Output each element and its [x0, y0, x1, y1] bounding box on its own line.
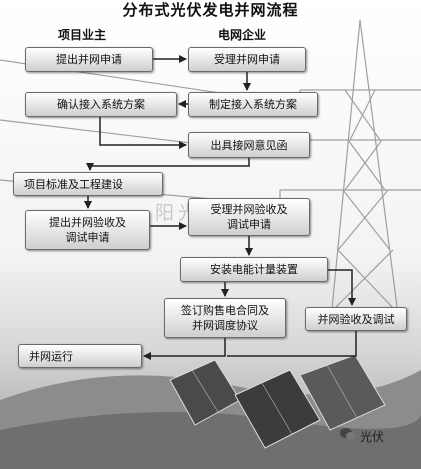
arrow-grid-test-to-operation: [227, 331, 357, 357]
column-header-grid: 电网企业: [218, 28, 267, 42]
brand-label: 光伏: [360, 430, 385, 444]
arrow-letter-to-construction: [86, 158, 250, 171]
step-accept-acceptance-request: 受理并网验收及 调试申请: [188, 198, 310, 236]
step-grid-acceptance-test: 并网验收及调试: [305, 307, 407, 331]
step-install-metering: 安装电能计量装置: [180, 257, 328, 282]
step-grid-operation: 并网运行: [18, 344, 142, 368]
step-formulate-access-plan: 制定接入系统方案: [188, 92, 318, 117]
step-project-construction: 项目标准及工程建设: [13, 172, 163, 196]
step-issue-opinion-letter: 出具接网意见函: [188, 132, 310, 158]
column-header-owner: 项目业主: [58, 28, 107, 42]
arrow-contract-to-operation: [143, 338, 226, 360]
arrow-confirm-to-letter: [99, 117, 187, 149]
arrow-metering-to-grid-test: [328, 269, 356, 306]
wechat-icon: [340, 428, 356, 440]
page-title: 分布式光伏发电并网流程: [122, 1, 299, 19]
step-confirm-access-plan: 确认接入系统方案: [25, 92, 177, 117]
step-sign-contract: 签订购售电合同及 并网调度协议: [164, 298, 286, 338]
solar-panels-illustration: [169, 354, 386, 449]
step-submit-application: 提出并网申请: [25, 47, 153, 72]
step-request-acceptance-test: 提出并网验收及 调试申请: [25, 210, 150, 250]
step-accept-application: 受理并网申请: [188, 47, 306, 72]
